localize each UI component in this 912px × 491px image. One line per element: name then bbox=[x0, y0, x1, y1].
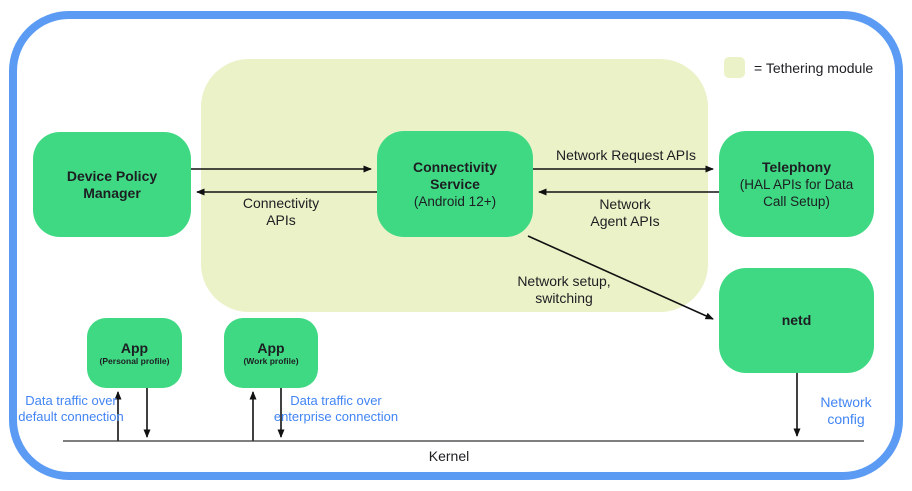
network-agent-apis-label: Network Agent APIs bbox=[590, 196, 660, 229]
data-traffic-enterprise-label: Data traffic over enterprise connection bbox=[273, 393, 399, 424]
legend-label: = Tethering module bbox=[754, 59, 874, 76]
app-work-title: App bbox=[257, 339, 285, 356]
tethering-module-swatch-icon bbox=[724, 57, 745, 78]
telephony-title: Telephony bbox=[762, 158, 831, 175]
app-work-profile-box: App (Work profile) bbox=[224, 318, 318, 388]
legend: = Tethering module bbox=[724, 57, 873, 78]
device-policy-manager-title-line1: Device Policy bbox=[66, 167, 158, 184]
kernel-label: Kernel bbox=[428, 448, 470, 464]
connectivity-service-title-line2: Service bbox=[430, 175, 480, 192]
network-setup-switching-label: Network setup, switching bbox=[517, 273, 611, 306]
data-traffic-default-label: Data traffic over default connection bbox=[18, 393, 124, 424]
app-personal-subtitle: (Personal profile) bbox=[99, 355, 170, 366]
app-work-subtitle: (Work profile) bbox=[243, 355, 299, 366]
app-personal-profile-box: App (Personal profile) bbox=[87, 318, 182, 388]
netd-box: netd bbox=[719, 268, 874, 373]
network-request-apis-label: Network Request APIs bbox=[555, 147, 697, 163]
network-config-label: Network config bbox=[820, 394, 872, 427]
connectivity-service-box: Connectivity Service (Android 12+) bbox=[377, 131, 533, 237]
connectivity-service-subtitle: (Android 12+) bbox=[413, 193, 497, 209]
telephony-subtitle-line1: (HAL APIs for Data bbox=[739, 176, 854, 192]
telephony-box: Telephony (HAL APIs for Data Call Setup) bbox=[719, 131, 874, 237]
netd-title: netd bbox=[781, 312, 812, 328]
diagram-outer-frame bbox=[9, 11, 903, 480]
device-policy-manager-box: Device Policy Manager bbox=[33, 132, 191, 237]
connectivity-service-title-line1: Connectivity bbox=[412, 158, 497, 175]
app-personal-title: App bbox=[120, 339, 149, 356]
telephony-subtitle-line2: Call Setup) bbox=[763, 193, 830, 209]
connectivity-apis-label: Connectivity APIs bbox=[242, 195, 320, 228]
device-policy-manager-title-line2: Manager bbox=[83, 184, 141, 201]
